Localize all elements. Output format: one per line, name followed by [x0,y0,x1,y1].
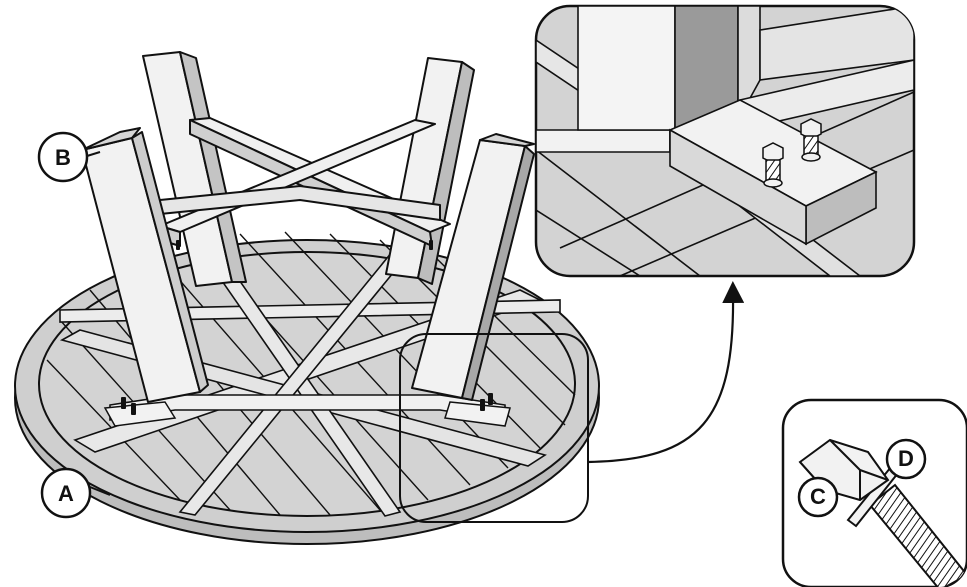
label-b-text: B [55,145,71,170]
hex-bolt-icon [121,240,493,415]
zoom-bolt-left [762,142,784,188]
label-a-text: A [58,481,74,506]
zoom-panel [534,4,916,278]
bolt-shank [868,483,967,587]
leg-front-left-top [81,127,141,151]
label-a: A [40,467,111,519]
leg-front-right-side [461,145,535,401]
label-c-text: C [810,484,826,509]
table-top [14,231,600,545]
label-d-text: D [898,446,914,471]
label-d: D [885,438,927,480]
zoom-bolt-right [800,118,822,162]
leg-front-right-top [479,133,535,147]
label-c: C [797,476,839,518]
label-b: B [37,131,101,183]
leg-front-left-side [131,131,209,393]
callout-arrow-icon [587,281,745,464]
mount-block-right [444,401,511,427]
callout-frame [399,333,589,523]
leg-frame [81,51,535,403]
